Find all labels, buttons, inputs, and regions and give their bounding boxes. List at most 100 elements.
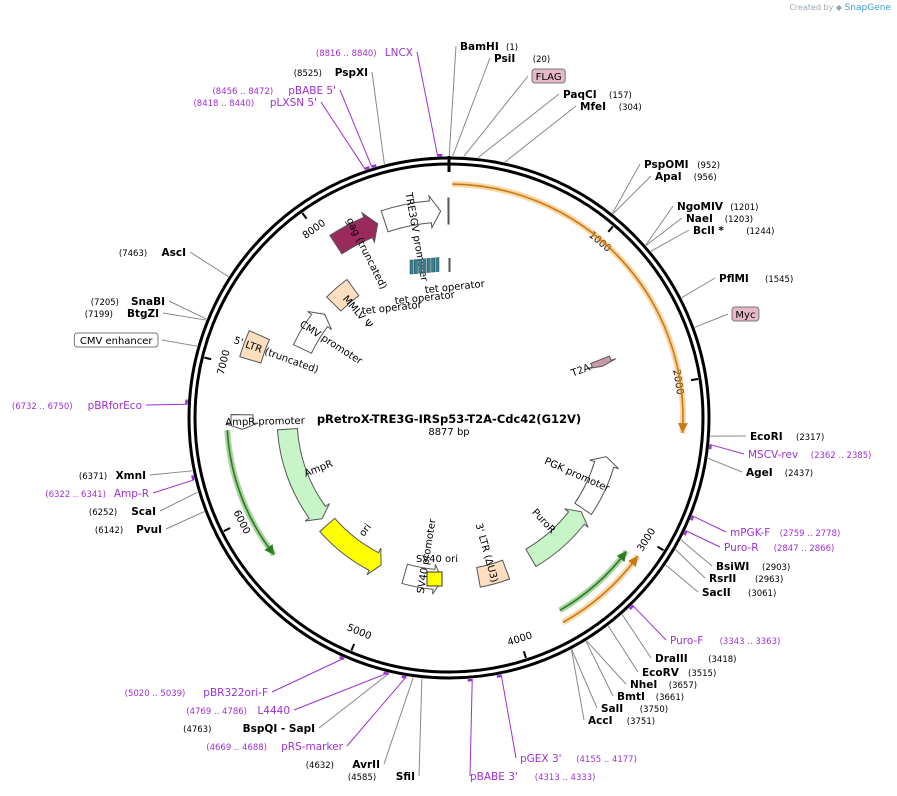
- site-bspqi-sapi[interactable]: BspQI - SapI(4763): [183, 723, 315, 735]
- feature-ori-label: ori: [357, 522, 374, 539]
- site-paqci[interactable]: PaqCI(157): [563, 89, 632, 101]
- feature-5-ltr-truncated[interactable]: [239, 330, 271, 364]
- site-l4440[interactable]: L4440(4769 .. 4786): [186, 705, 290, 717]
- site-acci[interactable]: AccI(3751): [588, 715, 655, 727]
- site-name: PsiI: [494, 53, 515, 65]
- site-naei[interactable]: NaeI(1203): [686, 213, 753, 225]
- snapgene-logo-icon: ◆: [835, 3, 843, 12]
- site-bsiwi[interactable]: BsiWI(2903): [716, 561, 790, 573]
- feature-tet-operator[interactable]: [447, 197, 450, 225]
- feature-t2a[interactable]: [587, 355, 616, 370]
- site-btgzi[interactable]: BtgZI(7199): [85, 308, 159, 320]
- site-mpgk-f[interactable]: mPGK-F(2759 .. 2778): [730, 527, 840, 539]
- site-coord: (3515): [688, 669, 716, 679]
- site-name: ScaI: [131, 506, 156, 518]
- site-name: AccI: [588, 715, 612, 727]
- site-pbabe-3-[interactable]: pBABE 3'(4313 .. 4333): [470, 771, 596, 783]
- plasmid-name: pRetroX-TRE3G-IRSp53-T2A-Cdc42(G12V): [317, 412, 581, 426]
- site-avrii[interactable]: AvrII(4632): [306, 759, 380, 771]
- site-psii[interactable]: PsiI(20): [494, 53, 550, 65]
- tick-mark: [607, 225, 614, 233]
- feature-3-ltr-du3[interactable]: [476, 559, 511, 588]
- tick-mark: [657, 545, 665, 552]
- tick-mark: [204, 356, 212, 361]
- primer-mark: [401, 675, 407, 679]
- site-coord: (2317): [796, 433, 824, 443]
- site-nhei[interactable]: NheI(3657): [630, 679, 697, 691]
- site-mscv-rev[interactable]: MSCV-rev(2362 .. 2385): [748, 449, 872, 461]
- site-puro-f[interactable]: Puro-F(3343 .. 3363): [670, 635, 780, 647]
- site-plxsn-5-[interactable]: pLXSN 5'(8418 .. 8440): [193, 97, 317, 109]
- site-coord: (2847 .. 2866): [774, 544, 835, 554]
- site-pvui[interactable]: PvuI(6142): [95, 524, 162, 536]
- site-name: pGEX 3': [520, 753, 562, 765]
- site-leader: [685, 530, 721, 548]
- site-leader: [585, 641, 614, 697]
- site-snabi[interactable]: SnaBI(7205): [91, 296, 165, 308]
- site-asci[interactable]: AscI(7463): [119, 247, 186, 259]
- site-apai[interactable]: ApaI(956): [655, 171, 717, 183]
- site-pflmi[interactable]: PflMI(1545): [719, 273, 793, 285]
- site-bmti[interactable]: BmtI(3661): [617, 691, 684, 703]
- site-leader: [477, 93, 560, 159]
- site-xmni[interactable]: XmnI(6371): [79, 470, 146, 482]
- tet-operator-block: [414, 259, 418, 274]
- site-name: CMV enhancer: [80, 336, 154, 347]
- site-coord: (2759 .. 2778): [780, 529, 841, 539]
- site-sacii[interactable]: SacII(3061): [702, 587, 776, 599]
- site-pgex-3-[interactable]: pGEX 3'(4155 .. 4177): [520, 753, 637, 765]
- feature-puror-label: PuroR: [529, 507, 557, 536]
- feature-ori[interactable]: [319, 517, 382, 576]
- site-ecorv[interactable]: EcoRV (3515): [642, 667, 716, 679]
- site-pspxi[interactable]: PspXI(8525): [294, 67, 368, 79]
- site-ngomiv[interactable]: NgoMIV(1201): [677, 201, 758, 213]
- site-leader: [448, 45, 457, 157]
- site-flag[interactable]: FLAG: [531, 68, 566, 84]
- site-ecori[interactable]: EcoRI(2317): [750, 431, 824, 443]
- sv40-ori-box[interactable]: [426, 571, 443, 587]
- site-name: NaeI: [686, 213, 713, 225]
- site-bcli-[interactable]: BclI *(1244): [693, 225, 774, 237]
- site-puro-r[interactable]: Puro-R(2847 .. 2866): [724, 542, 834, 554]
- site-pspomi[interactable]: PspOMI(952): [644, 159, 720, 171]
- site-rsrii[interactable]: RsrII(2963): [709, 573, 783, 585]
- feature-puror[interactable]: [525, 508, 589, 568]
- site-mfei[interactable]: MfeI(304): [580, 101, 642, 113]
- feature-mmlv-psi[interactable]: [326, 278, 360, 312]
- site-coord: (1244): [746, 227, 774, 237]
- site-pbabe-5-[interactable]: pBABE 5'(8456 .. 8472): [212, 85, 336, 97]
- site-myc[interactable]: Myc: [731, 306, 760, 322]
- site-leader: [189, 251, 229, 278]
- feature-pgk-promoter[interactable]: [574, 456, 619, 516]
- tet-operator-block: [409, 259, 414, 275]
- site-lncx[interactable]: LNCX(8816 .. 8840): [316, 47, 413, 59]
- site-name: NgoMIV: [677, 201, 724, 213]
- site-scai[interactable]: ScaI(6252): [89, 506, 156, 518]
- site-pbrforeco[interactable]: pBRforEco(6732 .. 6750): [12, 400, 142, 412]
- site-leader: [504, 105, 577, 163]
- feature-cmv-promoter[interactable]: [292, 310, 333, 354]
- site-cmv-enhancer[interactable]: CMV enhancer: [73, 332, 159, 348]
- site-draiii[interactable]: DraIII(3418): [655, 653, 736, 665]
- site-amp-r[interactable]: Amp-R(6322 .. 6341): [45, 488, 149, 500]
- tick-label: 4000: [506, 630, 534, 648]
- primer-mark: [339, 655, 345, 661]
- feature-ampr[interactable]: [276, 427, 330, 522]
- site-leader: [645, 205, 674, 246]
- site-name: EcoRV: [642, 667, 680, 679]
- site-sali[interactable]: SalI(3750): [601, 703, 668, 715]
- feature-gag-truncated[interactable]: [329, 211, 379, 255]
- site-name: PvuI: [136, 524, 162, 536]
- site-prs-marker[interactable]: pRS-marker(4669 .. 4688): [206, 741, 343, 753]
- site-name: DraIII: [655, 653, 688, 665]
- site-leader: [500, 674, 517, 759]
- site-sfii[interactable]: SfiI(4585): [348, 771, 415, 783]
- feature-ampr-promoter[interactable]: [225, 414, 259, 430]
- site-bamhi[interactable]: BamHI(1): [460, 41, 518, 53]
- feature-tre3gv-promoter[interactable]: [380, 194, 442, 233]
- site-pbr322ori-f[interactable]: pBR322ori-F(5020 .. 5039): [125, 687, 268, 699]
- site-leader: [168, 300, 207, 320]
- site-agei[interactable]: AgeI(2437): [746, 467, 813, 479]
- orf-halo: [452, 181, 686, 434]
